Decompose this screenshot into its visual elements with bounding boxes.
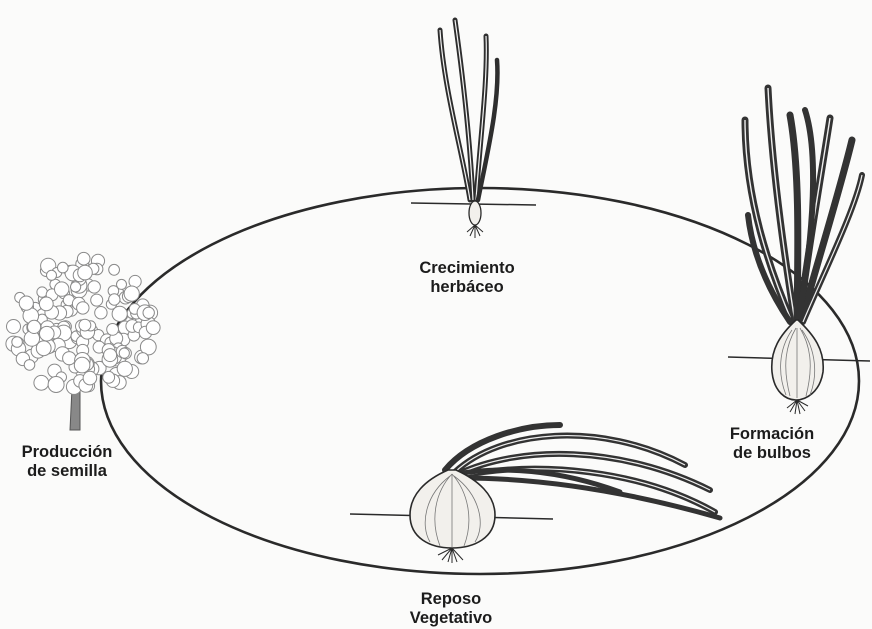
- stage-label-line-2: herbáceo: [403, 278, 531, 297]
- mature-onion-bulb-icon: [728, 88, 870, 414]
- young-onion-plant-icon: [411, 20, 536, 238]
- stage-label-line-2: de bulbos: [712, 444, 832, 463]
- stage-label-line-1: Formación: [712, 425, 832, 444]
- stage-label-reposo-vegetativo: Reposo Vegetativo: [396, 590, 506, 628]
- seed-head-icon: [6, 252, 160, 430]
- stage-label-formacion-de-bulbos: Formación de bulbos: [712, 425, 832, 463]
- stage-label-line-2: de semilla: [6, 462, 128, 481]
- stage-label-produccion-de-semilla: Producción de semilla: [6, 443, 128, 481]
- dormant-onion-bulb-icon: [350, 425, 720, 563]
- stage-label-line-2: Vegetativo: [396, 609, 506, 628]
- stage-label-line-1: Producción: [6, 443, 128, 462]
- stage-label-line-1: Crecimiento: [403, 259, 531, 278]
- stage-label-line-1: Reposo: [396, 590, 506, 609]
- stage-label-crecimiento-herbaceo: Crecimiento herbáceo: [403, 259, 531, 297]
